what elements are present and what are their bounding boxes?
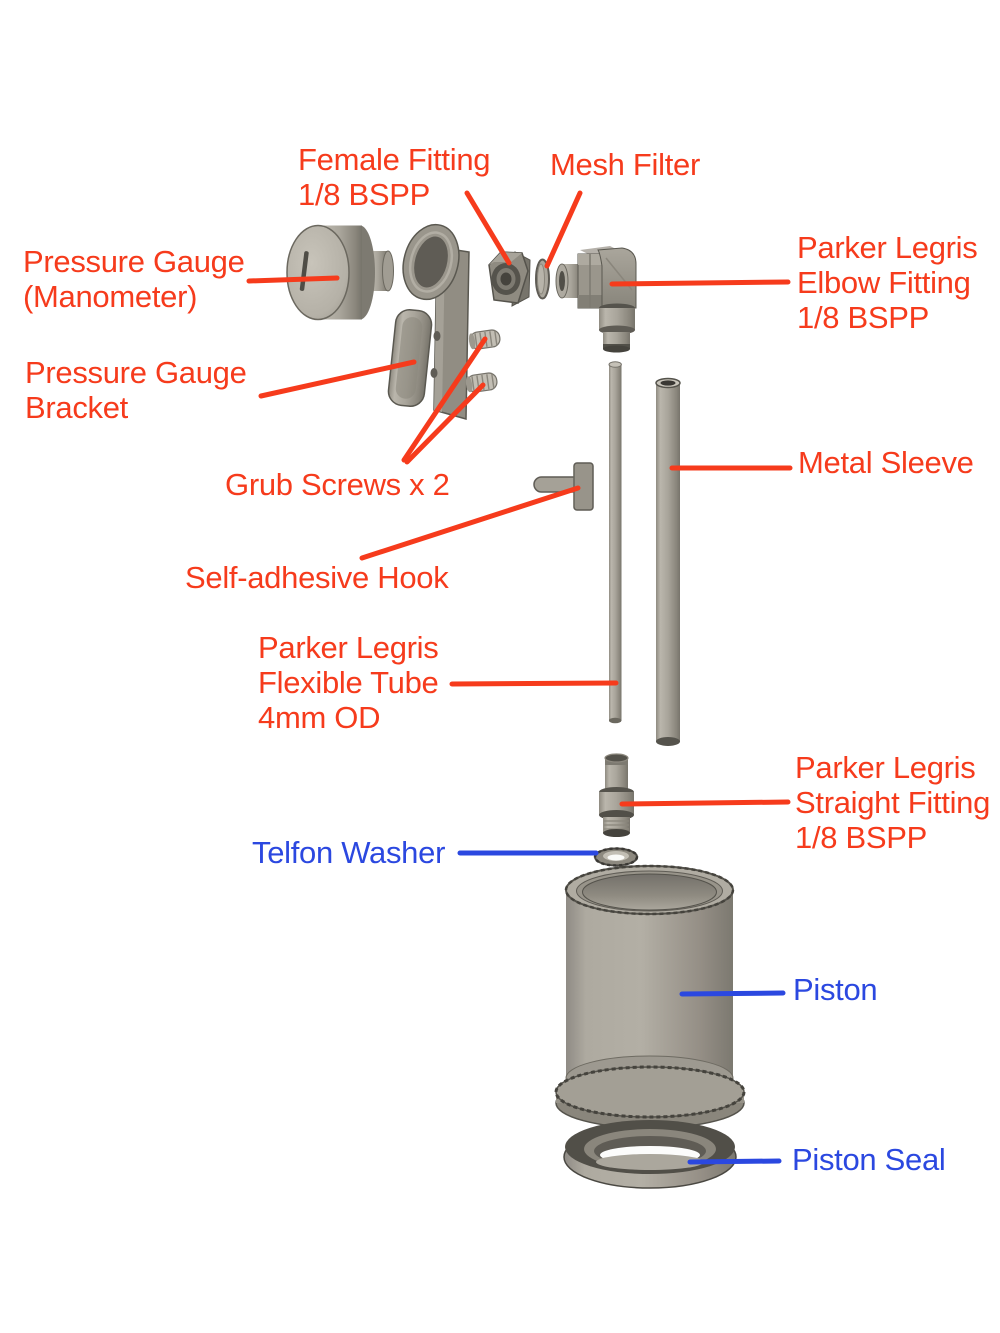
self-adhesive-hook-part <box>533 462 594 511</box>
pressure-gauge-part <box>286 224 394 321</box>
mesh-filter-part <box>535 258 550 300</box>
leader-piston <box>679 990 786 997</box>
label-self-adhesive-hook: Self-adhesive Hook <box>185 560 449 595</box>
flexible-tube-part <box>608 361 622 724</box>
leader-piston-seal <box>687 1158 782 1165</box>
straight-fitting-part <box>599 753 634 837</box>
metal-sleeve-part <box>655 377 681 746</box>
elbow-fitting-part <box>555 246 637 353</box>
telfon-washer-part <box>593 847 639 867</box>
leader-flexible-tube <box>449 680 619 687</box>
leader-pressure-gauge <box>246 275 340 284</box>
leader-elbow-fitting <box>609 279 791 287</box>
label-elbow-fitting: Parker Legris Elbow Fitting 1/8 BSPP <box>797 230 978 335</box>
leader-bracket <box>258 359 417 399</box>
grub-screw-2-part <box>465 372 498 393</box>
pressure-gauge-bracket-part <box>387 223 470 420</box>
leader-grub-screw-2 <box>404 382 486 465</box>
label-female-fitting: Female Fitting 1/8 BSPP <box>298 142 491 212</box>
label-pressure-gauge: Pressure Gauge (Manometer) <box>23 244 245 314</box>
label-piston: Piston <box>793 972 878 1007</box>
label-flexible-tube: Parker Legris Flexible Tube 4mm OD <box>258 630 439 735</box>
label-mesh-filter: Mesh Filter <box>550 147 701 182</box>
leader-hook <box>359 485 581 561</box>
piston-part <box>554 864 746 1129</box>
label-grub-screws: Grub Screws x 2 <box>225 467 450 502</box>
piston-seal-part <box>563 1120 737 1189</box>
female-fitting-part <box>488 251 531 307</box>
leader-straight-fitting <box>619 799 791 807</box>
label-pressure-gauge-bracket: Pressure Gauge Bracket <box>25 355 247 425</box>
label-telfon-washer: Telfon Washer <box>252 835 446 870</box>
leader-female-fitting <box>464 190 512 266</box>
label-piston-seal: Piston Seal <box>792 1142 946 1177</box>
leader-mesh-filter <box>544 190 583 269</box>
label-metal-sleeve: Metal Sleeve <box>798 445 974 480</box>
leader-grub-screw-1 <box>401 336 488 463</box>
label-straight-fitting: Parker Legris Straight Fitting 1/8 BSPP <box>795 750 991 855</box>
